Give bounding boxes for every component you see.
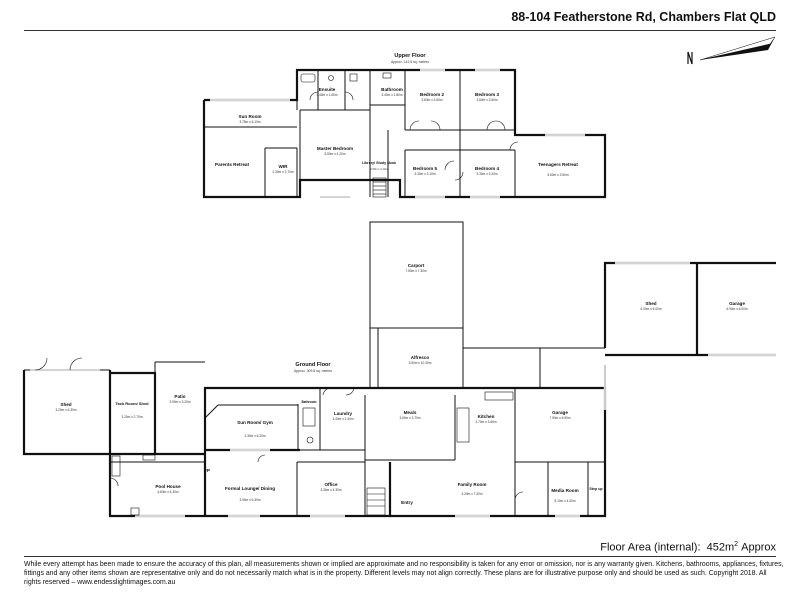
room-patio-dims: 3.90m x 3.20m <box>169 400 190 404</box>
property-address: 88-104 Featherstone Rd, Chambers Flat QL… <box>511 10 776 24</box>
room-family-room-label: Family Room <box>458 482 487 487</box>
header-divider <box>24 30 776 31</box>
room-bedroom2-label: Bedroom 2 <box>420 92 444 97</box>
room-garage-right-dims: 6.90m x 6.00m <box>726 307 747 311</box>
floor-area-label: Floor Area (internal): <box>600 541 701 554</box>
room-parents-retreat-label: Parents Retreat <box>215 162 249 167</box>
room-tack-room-dims: 3.20m x 2.70m <box>121 415 142 419</box>
north-arrow-icon <box>687 36 776 65</box>
room-sun-room-dims: 3.78m x 6.10m <box>239 120 260 124</box>
footer-divider <box>24 556 776 557</box>
ground-floor-area: Approx. 309.5 sq. metres <box>294 369 332 373</box>
room-ensuite-dims: 3.40m x 1.60m <box>316 93 337 97</box>
room-bathroom-upper-dims: 3.40m x 1.80m <box>381 93 402 97</box>
room-sun-room-gym-dims: 3.30m x 6.20m <box>244 434 265 438</box>
room-pool-house-label: Pool House <box>155 484 181 489</box>
room-bedroom2-dims: 3.60m x 3.60m <box>421 98 442 102</box>
room-teenagers-retreat-label: Teenagers Retreat <box>538 162 578 167</box>
room-master-bedroom-dims: 5.50m x 4.20m <box>324 152 345 156</box>
room-bathroom-ground-label: Bathroom <box>301 400 316 404</box>
room-garage-right-label: Garage <box>729 301 745 306</box>
room-entry-label: Entry <box>401 500 413 505</box>
room-bedroom4-dims: 3.30m x 3.20m <box>476 172 497 176</box>
room-sun-room-gym-label: Sun Room/ Gym <box>237 420 273 425</box>
room-garage-main-dims: 7.50m x 6.90m <box>549 416 570 420</box>
room-media-room-label: Media Room <box>551 488 578 493</box>
room-library-dims: 2.50m x 2.10m <box>370 167 387 171</box>
room-meals-label: Meals <box>404 410 417 415</box>
room-teenagers-retreat-dims: 5.60m x 3.50m <box>547 173 568 177</box>
fireplace-label: FP <box>204 468 210 473</box>
room-master-bedroom-label: Master Bedroom <box>317 146 353 151</box>
room-wir-dims: 2.30m x 2.70m <box>272 170 293 174</box>
room-family-room-dims: 4.20m x 7.20m <box>461 492 482 496</box>
room-office-label: Office <box>324 482 337 487</box>
upper-floor-area: Approx. 142.5 sq. metres <box>391 60 429 64</box>
room-garage-main-label: Garage <box>552 410 568 415</box>
room-bedroom5-label: Bedroom 5 <box>413 166 437 171</box>
room-kitchen-dims: 3.70m x 3.60m <box>475 420 496 424</box>
floor-area-suffix: Approx <box>741 541 776 554</box>
ground-floor-title: Ground Floor <box>295 362 331 368</box>
ground-floor <box>22 221 776 518</box>
room-laundry-label: Laundry <box>334 411 353 416</box>
room-bedroom5-dims: 3.30m x 3.10m <box>414 172 435 176</box>
floor-area-summary: Floor Area (internal): 452m2 Approx <box>600 541 776 554</box>
floor-area-unit-sup: 2 <box>734 541 739 548</box>
upper-floor <box>202 68 607 199</box>
room-sun-room-label: Sun Room <box>239 114 262 119</box>
room-pool-house-dims: 4.60m x 4.30m <box>157 490 178 494</box>
room-bathroom-upper-label: Bathroom <box>381 87 403 92</box>
room-alfresco-dims: 3.50m x 10.30m <box>409 361 432 365</box>
room-step-up-label: Step up <box>589 487 603 491</box>
room-kitchen-label: Kitchen <box>478 414 495 419</box>
room-patio-label: Patio <box>174 394 185 399</box>
room-shed-left-dims: 3.20m x 6.30m <box>55 408 76 412</box>
room-alfresco-label: Alfresco <box>411 355 430 360</box>
floor-area-value: 452m <box>706 541 735 554</box>
room-shed-left-label: Shed <box>60 402 71 407</box>
upper-floor-title: Upper Floor <box>394 53 426 59</box>
room-ensuite-label: Ensuite <box>319 87 336 92</box>
room-media-room-dims: 5.10m x 4.00m <box>554 499 575 503</box>
room-tack-room-label: Tack Room/ Shed <box>115 401 149 406</box>
room-carport-label: Carport <box>408 263 425 268</box>
disclaimer-text: While every attempt has been made to ens… <box>24 561 784 586</box>
room-meals-dims: 3.60m x 3.70m <box>399 416 420 420</box>
room-bedroom4-label: Bedroom 4 <box>475 166 499 171</box>
room-shed-right-label: Shed <box>645 301 656 306</box>
room-bedroom3-label: Bedroom 3 <box>475 92 499 97</box>
room-formal-lounge-dims: 3.90m x 6.30m <box>239 498 260 502</box>
room-formal-lounge-label: Formal Lounge/ Dining <box>225 486 275 491</box>
room-library-label: Library/ Study Nook <box>362 161 396 165</box>
room-shed-right-dims: 6.00m x 6.00m <box>640 307 661 311</box>
room-wir-label: WIR <box>279 164 289 169</box>
room-office-dims: 3.30m x 4.30m <box>320 488 341 492</box>
room-bedroom3-dims: 3.60m x 3.60m <box>476 98 497 102</box>
room-laundry-dims: 3.40m x 2.40m <box>332 417 353 421</box>
room-carport-dims: 7.50m x 7.30m <box>405 269 426 273</box>
